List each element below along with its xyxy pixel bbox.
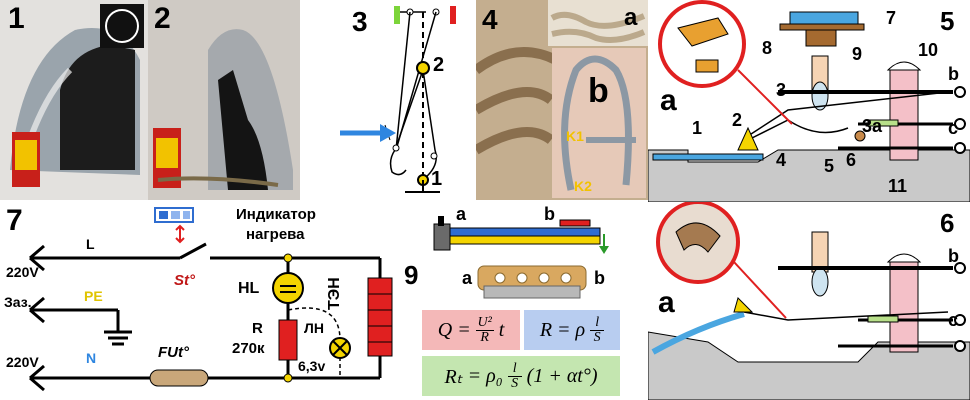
photo-end-a: a bbox=[462, 268, 473, 288]
zoom-label-a: a bbox=[658, 286, 675, 319]
formula-temp-fraction: l S bbox=[507, 360, 522, 391]
callout-2: 2 bbox=[732, 110, 743, 130]
line-label-N: N bbox=[86, 350, 97, 366]
strip-end-a: a bbox=[456, 204, 467, 224]
thermostat-open-drawing bbox=[648, 202, 970, 400]
formula-temp-tail: (1 + αt°) bbox=[526, 364, 598, 387]
panel-number: 5 bbox=[940, 6, 955, 36]
resistor-value: 270к bbox=[232, 340, 265, 357]
thermostat-normal-drawing bbox=[648, 0, 970, 202]
indicator-title-line1: Индикатор bbox=[236, 206, 316, 223]
formula-temp-rho: ρ₀ bbox=[486, 364, 503, 387]
formula-heat-den: R bbox=[480, 329, 489, 345]
panel-number: 3 bbox=[352, 6, 368, 37]
terminal-b: b bbox=[948, 246, 959, 266]
ground-label: Заз. bbox=[4, 294, 32, 310]
schematic-drawing bbox=[29, 207, 393, 392]
callout-3: 3 bbox=[776, 80, 787, 100]
thermostat-diagram-open: 6 a b c bbox=[648, 202, 970, 400]
photo-iron-side: 2 bbox=[148, 0, 300, 200]
panel-number: 1 bbox=[8, 2, 25, 35]
lever-drawing bbox=[384, 6, 456, 193]
resistor-label: R bbox=[252, 320, 263, 337]
bimetal-strip-drawing bbox=[433, 216, 609, 254]
point-label-1: 1 bbox=[431, 168, 443, 190]
point-label-2: 2 bbox=[433, 54, 445, 76]
panel-number: 4 bbox=[482, 4, 498, 35]
line-label-PE: PE bbox=[84, 288, 103, 304]
strip-end-b: b bbox=[544, 204, 555, 224]
panel-number: 2 bbox=[154, 2, 171, 35]
voltage-label-1: 220V bbox=[6, 264, 39, 280]
fuse-label: FUt° bbox=[158, 344, 189, 361]
callout-4: 4 bbox=[776, 150, 787, 170]
iron-side-drawing bbox=[148, 0, 300, 200]
panel-number: 6 bbox=[940, 208, 955, 238]
iron-front-drawing bbox=[0, 0, 148, 200]
thermostat-diagram-normal: 5 7 8 9 10 3 2 1 3a 4 5 6 11 b c a bbox=[648, 0, 970, 202]
callout-7: 7 bbox=[886, 8, 897, 28]
heater-label: ТЭН bbox=[326, 277, 343, 310]
formula-heat-lhs: Q bbox=[437, 318, 453, 341]
formula-heat: Q = U² R t bbox=[422, 310, 520, 350]
terminal-c: c bbox=[948, 118, 959, 138]
wiring-schematic: 7 Индикатор нагрева L 220V PE Заз. N 220… bbox=[0, 200, 420, 400]
sub-label-a: a bbox=[624, 4, 638, 31]
zoom-label-a: a bbox=[660, 84, 677, 117]
panel-number: 9 bbox=[404, 260, 419, 290]
formula-temp-den: S bbox=[511, 375, 519, 391]
bimetal-photo: 9 a b bbox=[404, 258, 620, 308]
formula-temp-resistance: Rₜ = ρ₀ l S (1 + αt°) bbox=[422, 356, 620, 396]
callout-5: 5 bbox=[824, 156, 835, 176]
voltage-label-2: 220V bbox=[6, 354, 39, 370]
formula-heat-num: U² bbox=[477, 314, 492, 330]
formula-resistance-den: S bbox=[593, 329, 601, 345]
line-label-L: L bbox=[86, 236, 95, 252]
bimetal-photo-drawing bbox=[477, 265, 587, 299]
lamp-voltage: 6,3v bbox=[298, 358, 326, 374]
contact-label-k1: K1 bbox=[566, 128, 584, 144]
callout-10: 10 bbox=[918, 40, 939, 60]
formula-resistance-num: l bbox=[595, 314, 600, 330]
callout-6: 6 bbox=[846, 150, 857, 170]
formula-resistance: R = ρ l S bbox=[524, 310, 620, 350]
heating-element-photos: 4 a b K1 K2 bbox=[476, 0, 648, 200]
formula-temp-lhs: Rₜ bbox=[444, 365, 463, 388]
panel-number: 7 bbox=[6, 204, 23, 237]
terminal-c: c bbox=[948, 310, 959, 330]
heating-coils-drawing bbox=[476, 0, 648, 200]
callout-9: 9 bbox=[852, 44, 863, 64]
photo-end-b: b bbox=[594, 268, 605, 288]
thermostat-label: St° bbox=[174, 272, 195, 289]
indicator-title-line2: нагрева bbox=[246, 226, 305, 243]
callout-11: 11 bbox=[888, 176, 908, 196]
formula-heat-fraction: U² R bbox=[475, 314, 494, 345]
lamp-label-hl: HL bbox=[238, 280, 260, 297]
photo-iron-front: 1 bbox=[0, 0, 148, 200]
callout-8: 8 bbox=[762, 38, 773, 58]
terminal-b: b bbox=[948, 64, 959, 84]
formula-heat-tail: t bbox=[498, 318, 505, 341]
lamp-label-ln: ЛН bbox=[304, 320, 324, 336]
bimetal-lever-sketch: 3 2 1 bbox=[300, 0, 475, 200]
bimetal-strip: 8 a b bbox=[420, 204, 620, 260]
formula-resistance-rho: ρ bbox=[575, 318, 586, 341]
formula-resistance-lhs: R bbox=[539, 318, 553, 341]
formula-resistance-fraction: l S bbox=[590, 314, 605, 345]
callout-3a: 3a bbox=[862, 116, 883, 136]
sub-label-b: b bbox=[588, 72, 609, 110]
callout-1: 1 bbox=[692, 118, 703, 138]
contact-label-k2: K2 bbox=[574, 178, 592, 194]
formula-temp-num: l bbox=[512, 360, 517, 376]
